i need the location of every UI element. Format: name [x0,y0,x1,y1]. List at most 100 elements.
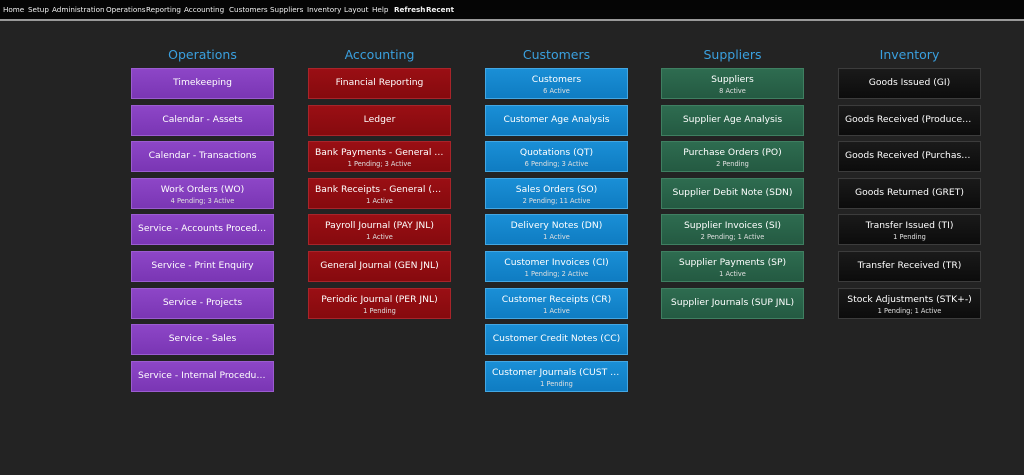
tile-label: Work Orders (WO) [160,184,245,195]
tile-label: Supplier Payments (SP) [678,257,787,268]
tile-purchase-orders-po[interactable]: Purchase Orders (PO) 2 Pending [661,141,804,172]
tile-customer-receipts-cr[interactable]: Customer Receipts (CR)1 Active [485,288,628,319]
tile-financial-reporting[interactable]: Financial Reporting [308,68,451,99]
tile-label: Bank Receipts - General (BANK R... [315,184,450,195]
tile-sales-orders-so[interactable]: Sales Orders (SO) 2 Pending; 11 Active [485,178,628,209]
tile-status: 2 Pending; 11 Active [522,197,591,205]
tile-status: 6 Active [543,87,570,95]
menu-reporting[interactable]: Reporting [146,5,181,14]
tile-label: Payroll Journal (PAY JNL) [324,220,435,231]
tile-status: 1 Active [366,233,393,241]
menu-help[interactable]: Help [372,5,389,14]
tile-customers[interactable]: Customers 6 Active [485,68,628,99]
tile-label: Calendar - Transactions [148,150,257,161]
column-title-customers: Customers [522,47,591,62]
tile-ledger[interactable]: Ledger [308,105,451,136]
menu-recent-button[interactable]: Recent [426,5,455,14]
tile-transfer-received-tr[interactable]: Transfer Received (TR) [838,251,981,282]
tile-label: Calendar - Assets [162,114,243,125]
tile-goods-issued-gi[interactable]: Goods Issued (GI) [838,68,981,99]
tile-customer-credit-notes-cc[interactable]: Customer Credit Notes (CC) [485,324,628,355]
menu-refresh-button[interactable]: Refresh [394,5,426,14]
tile-label: Sales Orders (SO) [515,184,598,195]
menu-administration[interactable]: Administration [52,5,105,14]
tile-label: Financial Reporting [335,77,424,88]
tile-status: 1 Pending; 3 Active [347,160,412,168]
tile-label: Quotations (QT) [519,147,594,158]
tile-label: Service - Accounts Procedure [138,223,273,234]
tile-supplier-invoices-si[interactable]: Supplier Invoices (SI) 2 Pending; 1 Activ… [661,214,804,245]
tile-customer-journals-cust-jnl[interactable]: Customer Journals (CUST JNL) 1 Pending [485,361,628,392]
tile-status: 1 Pending; 1 Active [877,307,942,315]
tile-goods-received-purchased-gr[interactable]: Goods Received (Purchased) (GR... [838,141,981,172]
menu-layout[interactable]: Layout [344,5,369,14]
tile-calendar-transactions[interactable]: Calendar - Transactions [131,141,274,172]
tile-service-print-enquiry[interactable]: Service - Print Enquiry [131,251,274,282]
tile-status: 2 Pending [716,160,749,168]
tile-stock-adjustments-stk[interactable]: Stock Adjustments (STK+-)1 Pending; 1 Ac… [838,288,981,319]
tile-label: Goods Issued (GI) [868,77,951,88]
tile-label: Service - Sales [168,333,237,344]
tile-goods-returned-gret[interactable]: Goods Returned (GRET) [838,178,981,209]
tile-customer-age-analysis[interactable]: Customer Age Analysis [485,105,628,136]
column-title-operations: Operations [168,47,237,62]
tile-service-sales[interactable]: Service - Sales [131,324,274,355]
tile-label: Supplier Debit Note (SDN) [672,187,793,198]
tile-label: Supplier Invoices (SI) [683,220,782,231]
tile-bank-receipts-general-bank-r[interactable]: Bank Receipts - General (BANK R... 1 Acti… [308,178,451,209]
tile-general-journal-gen-jnl[interactable]: General Journal (GEN JNL) [308,251,451,282]
tile-periodic-journal-per-jnl[interactable]: Periodic Journal (PER JNL) 1 Pending [308,288,451,319]
tile-customer-invoices-ci[interactable]: Customer Invoices (CI)1 Pending; 2 Activ… [485,251,628,282]
tile-service-projects[interactable]: Service - Projects [131,288,274,319]
tile-status: 1 Active [543,233,570,241]
menu-customers[interactable]: Customers [229,5,268,14]
tile-supplier-debit-note-sdn[interactable]: Supplier Debit Note (SDN) [661,178,804,209]
tile-label: Transfer Issued (TI) [865,220,954,231]
tile-label: Ledger [363,114,396,125]
tile-label: Transfer Received (TR) [857,260,962,271]
tile-goods-received-produced-gr[interactable]: Goods Received (Produced) (GR-... [838,105,981,136]
menu-operations[interactable]: Operations [106,5,146,14]
menu-inventory[interactable]: Inventory [307,5,342,14]
tile-calendar-assets[interactable]: Calendar - Assets [131,105,274,136]
column-title-inventory: Inventory [879,47,940,62]
tile-label: Suppliers [711,74,754,85]
tile-status: 4 Pending; 3 Active [170,197,235,205]
menu-suppliers[interactable]: Suppliers [270,5,304,14]
tile-transfer-issued-ti[interactable]: Transfer Issued (TI)1 Pending [838,214,981,245]
column-title-accounting: Accounting [344,47,415,62]
tile-status: 2 Pending; 1 Active [700,233,765,241]
tile-label: Supplier Age Analysis [682,114,783,125]
tile-quotations-qt[interactable]: Quotations (QT)6 Pending; 3 Active [485,141,628,172]
tile-status: 1 Active [719,270,746,278]
tile-status: 1 Pending [363,307,396,315]
tile-supplier-payments-sp[interactable]: Supplier Payments (SP) 1 Active [661,251,804,282]
tile-service-accounts-procedure[interactable]: Service - Accounts Procedure [131,214,274,245]
tile-label: Periodic Journal (PER JNL) [321,294,438,305]
tile-label: Timekeeping [173,77,232,88]
tile-label: Service - Print Enquiry [151,260,254,271]
tile-label: Purchase Orders (PO) [683,147,782,158]
tile-delivery-notes-dn[interactable]: Delivery Notes (DN) 1 Active [485,214,628,245]
tile-bank-payments-general-bank[interactable]: Bank Payments - General (BANK ...1 Pendi… [308,141,451,172]
tile-status: 1 Active [366,197,393,205]
tile-label: Supplier Journals (SUP JNL) [670,297,795,308]
tile-work-orders-wo[interactable]: Work Orders (WO) 4 Pending; 3 Active [131,178,274,209]
tile-label: Customers [531,74,582,85]
menu-home[interactable]: Home [3,5,25,14]
menu-accounting[interactable]: Accounting [184,5,225,14]
tile-supplier-age-analysis[interactable]: Supplier Age Analysis [661,105,804,136]
tile-label: Customer Invoices (CI) [504,257,609,268]
tile-label: Customer Journals (CUST JNL) [492,367,627,378]
tile-supplier-journals-sup-jnl[interactable]: Supplier Journals (SUP JNL) [661,288,804,319]
tile-label: Delivery Notes (DN) [510,220,603,231]
tile-payroll-journal-pay-jnl[interactable]: Payroll Journal (PAY JNL) 1 Active [308,214,451,245]
tile-status: 1 Pending [540,380,573,388]
tile-service-internal-procedures[interactable]: Service - Internal Procedures [131,361,274,392]
menu-setup[interactable]: Setup [28,5,49,14]
tile-label: Goods Returned (GRET) [855,187,964,198]
column-title-suppliers: Suppliers [703,47,762,62]
tile-timekeeping[interactable]: Timekeeping [131,68,274,99]
